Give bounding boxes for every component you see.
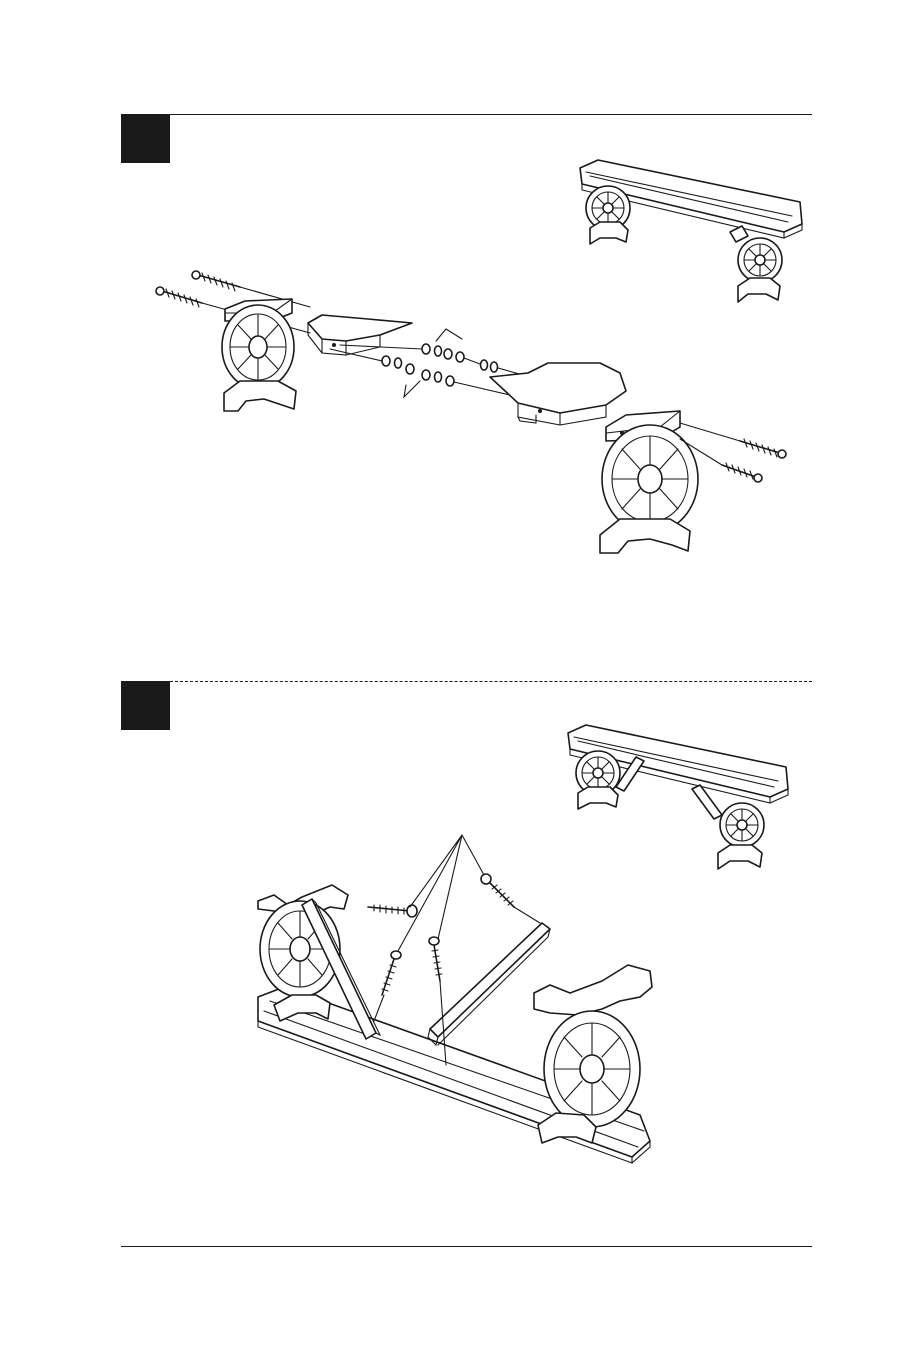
exploded-leg-and-seat-bolts-icon bbox=[150, 265, 800, 565]
screw-right-diagonal-icon bbox=[481, 874, 514, 907]
left-bolt-lower-icon bbox=[156, 287, 202, 307]
left-leg-icon bbox=[222, 299, 296, 411]
step-2-divider bbox=[170, 681, 812, 682]
right-bolt-lower-icon bbox=[722, 463, 762, 482]
step-1-divider bbox=[170, 114, 812, 115]
upside-down-brace-screws-icon bbox=[240, 825, 670, 1185]
page-footer-rule bbox=[121, 1246, 812, 1247]
right-brace-icon bbox=[428, 923, 550, 1045]
screw-left-vertical-icon bbox=[382, 951, 401, 995]
screw-center-vertical-icon bbox=[429, 937, 442, 981]
right-leg-icon bbox=[600, 411, 698, 553]
step-1-marker bbox=[121, 114, 170, 163]
left-bolt-upper-icon bbox=[192, 271, 240, 291]
step-2-marker bbox=[121, 681, 170, 730]
right-bolt-upper-icon bbox=[740, 439, 786, 458]
seat-half-right-icon bbox=[490, 363, 626, 425]
seat-half-left-icon bbox=[308, 315, 412, 355]
